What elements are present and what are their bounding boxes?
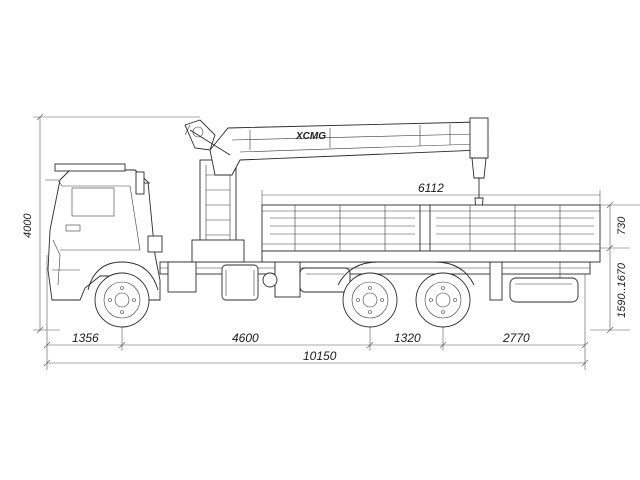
front-wheel xyxy=(94,272,150,328)
brand-logo: XCMG xyxy=(295,131,326,142)
dim-overall-height: 4000 xyxy=(22,213,34,238)
rear-wheel-2 xyxy=(415,272,471,328)
dim-wheelbase-front: 4600 xyxy=(232,331,259,345)
dim-platform-height: 1590..1670 xyxy=(616,262,628,318)
dim-bogie-spacing: 1320 xyxy=(394,331,421,345)
rear-wheel-1 xyxy=(342,272,398,328)
truck-cab xyxy=(45,163,163,301)
dim-body-length: 6112 xyxy=(418,181,444,195)
chassis-frame xyxy=(159,261,591,303)
dim-overall-length: 10150 xyxy=(303,349,337,363)
cargo-body xyxy=(261,204,601,263)
fuel-tank xyxy=(299,267,351,293)
dimension-lines xyxy=(33,113,640,370)
crane-column xyxy=(167,159,278,301)
dim-cab-overhang: 1356 xyxy=(72,331,99,345)
dim-rear-overhang: 2770 xyxy=(502,331,530,345)
dim-side-height: 730 xyxy=(616,216,628,235)
crane-boom xyxy=(184,117,489,215)
